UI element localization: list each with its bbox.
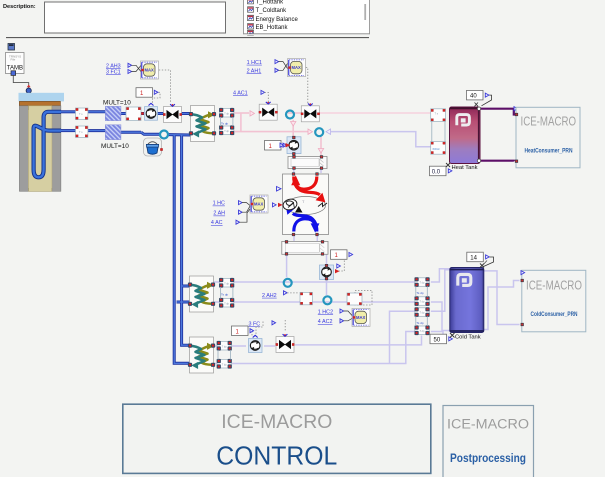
svg-text:2 AH1: 2 AH1 [247,68,262,74]
svg-text:Ts dp: Ts dp [221,293,229,297]
svg-text:1: 1 [335,253,339,259]
svg-text:1: 1 [140,91,144,97]
svg-text:1 HC1: 1 HC1 [247,60,262,66]
svg-text:TRNSYS: TRNSYS [9,55,21,59]
svg-text:40: 40 [470,94,477,100]
svg-text:50: 50 [434,338,441,344]
svg-text:2 AH2: 2 AH2 [262,293,277,299]
svg-text:1: 1 [269,144,273,150]
svg-text:3 FC1: 3 FC1 [106,69,121,75]
svg-text:ICE-MACRO: ICE-MACRO [221,411,332,433]
svg-text:Ts dp: Ts dp [221,122,229,126]
svg-text:Heat Tank: Heat Tank [452,165,478,171]
svg-text:T s: T s [79,130,83,134]
svg-text:MULT=10: MULT=10 [103,99,131,106]
svg-text:T: T [302,199,305,204]
svg-text:T_Hottank: T_Hottank [256,0,285,6]
svg-text:Ts dp: Ts dp [416,291,424,295]
svg-text:T s: T s [435,112,439,116]
svg-text:2 AH: 2 AH [213,211,225,217]
svg-text:0.0: 0.0 [432,170,441,176]
svg-text:3 FC: 3 FC [249,321,261,327]
svg-text:4 AC: 4 AC [211,220,223,226]
svg-text:Cold Tank: Cold Tank [455,335,481,341]
svg-text:T_Coldtank: T_Coldtank [256,8,288,14]
svg-text:Description:: Description: [3,4,36,10]
svg-text:4 AC2: 4 AC2 [318,319,333,325]
svg-text:2 AH3: 2 AH3 [106,63,121,69]
svg-text:PchAr: PchAr [433,147,440,151]
svg-text:T s: T s [79,112,83,116]
svg-text:14: 14 [470,256,477,262]
svg-text:File: File [11,58,16,62]
svg-text:ICE-MACRO: ICE-MACRO [447,417,529,433]
svg-text:1 HC: 1 HC [213,201,225,207]
svg-text:1: 1 [236,329,240,335]
svg-text:TAMB: TAMB [7,66,23,72]
svg-text:ICE-MACRO: ICE-MACRO [526,279,582,293]
svg-text:Postprocessing: Postprocessing [450,453,526,465]
svg-text:EB_Hottank: EB_Hottank [256,25,289,31]
svg-text:Energy Balance: Energy Balance [256,17,299,23]
svg-text:4 AC1: 4 AC1 [233,90,248,96]
svg-text:MULT=10: MULT=10 [101,143,129,150]
svg-text:ColdConsumer_PRN: ColdConsumer_PRN [531,311,578,318]
svg-text:1 HC2: 1 HC2 [318,309,333,315]
svg-text:ICE-MACRO: ICE-MACRO [521,115,577,129]
svg-text:HeatConsumer_PRN: HeatConsumer_PRN [525,148,573,155]
svg-text:Ts dp: Ts dp [416,321,424,325]
svg-text:CONTROL: CONTROL [216,441,337,471]
